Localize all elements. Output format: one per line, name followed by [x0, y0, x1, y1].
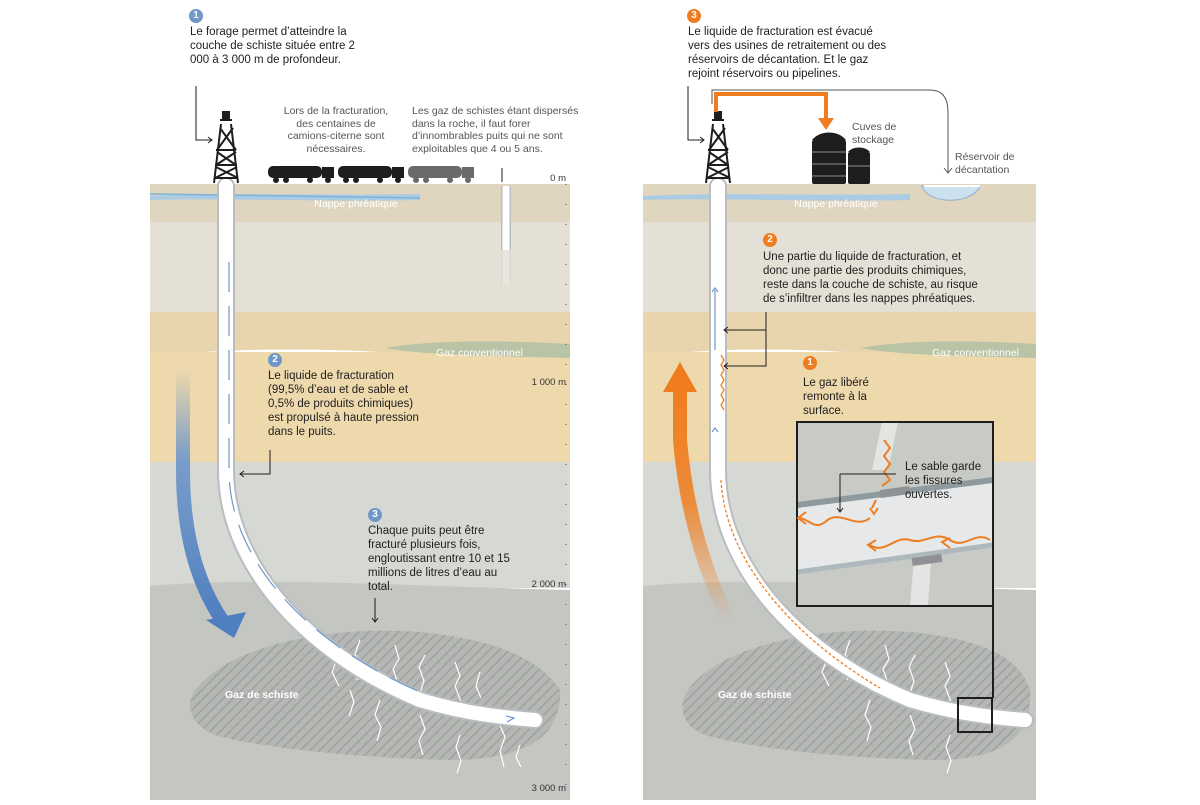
fracture-cracks-left: [329, 639, 522, 774]
detail-connector: [957, 606, 994, 733]
well-pipe-right: [709, 177, 1034, 729]
step-2-badge-right: 2: [763, 233, 777, 247]
callout-lines-right: [687, 86, 767, 370]
step-1-badge-left: 1: [189, 9, 203, 23]
nappe-label-left: Nappe phréatique: [314, 198, 398, 210]
tanker-trucks-icon: [268, 166, 474, 183]
inset-magnifier: [796, 421, 994, 607]
gaz-schiste-label-right: Gaz de schiste: [718, 689, 792, 701]
secondary-well: [500, 186, 512, 286]
step-1-text-right: Le gaz libéré remonte à la surface.: [803, 377, 869, 417]
step-3-text-left: Chaque puits peut être fracturé plusieur…: [368, 525, 510, 593]
fracturing-liquid-arrow: [176, 370, 246, 638]
gaz-conventionnel-label-right: Gaz conventionnel: [932, 347, 1019, 359]
depth-label-3000: 3 000 m: [531, 783, 566, 794]
left-ground: [149, 184, 570, 800]
gaz-conventionnel-label-left: Gaz conventionnel: [436, 347, 523, 359]
reservoir-label: Réservoir de décantation: [955, 151, 1015, 176]
wells-note: Les gaz de schistes étant dispersés dans…: [412, 105, 579, 155]
depth-label-2000: 2 000 m: [531, 579, 566, 590]
cuves-label: Cuves de stockage: [852, 121, 897, 146]
depth-label-0: 0 m: [550, 173, 566, 184]
gas-rising-arrow: [663, 362, 735, 623]
drilling-rig-icon: [213, 111, 239, 184]
well-pipe-left: [217, 177, 544, 729]
evacuation-pipes: [711, 89, 953, 174]
step-1-badge-right: 1: [803, 356, 817, 370]
step-3-badge-left: 3: [368, 508, 382, 522]
storage-tanks-icon: [812, 132, 870, 184]
depth-label-1000: 1 000 m: [531, 377, 566, 388]
drilling-rig-right-icon: [705, 111, 731, 184]
step-3-text-right: Le liquide de fracturation est évacué ve…: [688, 26, 887, 80]
gaz-schiste-label-left: Gaz de schiste: [225, 689, 299, 701]
nappe-label-right: Nappe phréatique: [794, 198, 878, 210]
trucks-note: Lors de la fracturation, des centaines d…: [283, 105, 389, 155]
step-2-text-right: Une partie du liquide de fracturation, e…: [763, 251, 978, 305]
callout-lines-left: [195, 86, 503, 623]
step-2-text-left: Le liquide de fracturation (99,5% d’eau …: [268, 370, 419, 438]
step-2-badge-left: 2: [268, 353, 282, 367]
step-3-badge-right: 3: [687, 9, 701, 23]
inset-note: Le sable garde les fissures ouvertes.: [905, 461, 982, 501]
step-1-text-left: Le forage permet d’atteindre la couche d…: [190, 26, 355, 66]
